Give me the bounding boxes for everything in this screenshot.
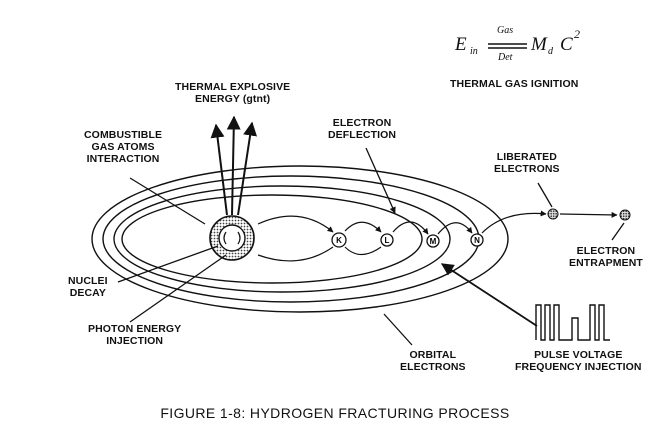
shell-label-n: N bbox=[474, 236, 480, 245]
nucleus-core bbox=[218, 224, 246, 252]
path-bottom-2 bbox=[344, 246, 382, 256]
equation-c: C bbox=[560, 34, 573, 55]
equation-e: E bbox=[455, 34, 467, 55]
equation-m: M bbox=[531, 34, 547, 55]
equation-over-label: Gas bbox=[497, 25, 514, 36]
label-thermal-explosive: THERMAL EXPLOSIVE ENERGY (gtnt) bbox=[175, 81, 291, 105]
path-bottom-1 bbox=[257, 246, 334, 262]
equation-under-label: Det bbox=[498, 52, 513, 63]
leader-entrapment bbox=[611, 222, 625, 241]
electron-k bbox=[331, 232, 347, 248]
leader-nuclei bbox=[117, 245, 219, 283]
orbit-outer bbox=[91, 165, 509, 313]
label-liberated-electrons: LIBERATED ELECTRONS bbox=[494, 151, 560, 175]
leader-combustible bbox=[129, 177, 206, 225]
trapped-electron bbox=[619, 209, 631, 221]
leader-deflection bbox=[365, 147, 396, 214]
path-nucleus-k bbox=[257, 215, 334, 233]
path-m-n bbox=[437, 222, 473, 235]
label-pulse-voltage: PULSE VOLTAGE FREQUENCY INJECTION bbox=[515, 349, 642, 373]
equation-m-sub: d bbox=[548, 46, 553, 57]
nucleus bbox=[209, 215, 255, 261]
label-combustible: COMBUSTIBLE GAS ATOMS INTERACTION bbox=[84, 129, 163, 165]
electron-n bbox=[470, 233, 484, 247]
shell-label-k: K bbox=[336, 236, 342, 245]
label-orbital-electrons: ORBITAL ELECTRONS bbox=[400, 349, 466, 373]
label-electron-entrapment: ELECTRON ENTRAPMENT bbox=[569, 245, 643, 269]
orbit-2 bbox=[113, 185, 451, 293]
leader-photon bbox=[129, 254, 227, 323]
thermal-energy-arrows bbox=[210, 115, 258, 216]
shell-label-m: M bbox=[430, 237, 437, 246]
path-n-liberated bbox=[481, 210, 547, 234]
leader-pulse bbox=[440, 263, 538, 327]
electron-m bbox=[426, 234, 440, 248]
equation-caption: THERMAL GAS IGNITION bbox=[450, 78, 579, 90]
shell-electrons: K L M N bbox=[331, 232, 484, 248]
leader-orbital bbox=[383, 313, 413, 346]
liberated-to-trap-arrow bbox=[559, 211, 618, 218]
figure-caption: FIGURE 1-8: HYDROGEN FRACTURING PROCESS bbox=[160, 405, 510, 421]
liberated-electron bbox=[547, 208, 559, 220]
path-l-m bbox=[392, 221, 429, 235]
label-nuclei-decay: NUCLEI DECAY bbox=[68, 275, 108, 299]
orbit-inner bbox=[121, 194, 423, 284]
electron-transition-paths bbox=[257, 210, 547, 262]
equation-exponent: 2 bbox=[574, 27, 580, 41]
equation-e-sub: in bbox=[470, 46, 478, 57]
electron-l bbox=[380, 233, 394, 247]
orbital-shells bbox=[91, 165, 509, 313]
free-electrons bbox=[547, 208, 631, 221]
leader-lines bbox=[117, 147, 625, 346]
label-electron-deflection: ELECTRON DEFLECTION bbox=[328, 117, 397, 141]
path-k-l bbox=[344, 221, 382, 233]
pulse-waveform-icon bbox=[535, 304, 610, 341]
shell-label-l: L bbox=[385, 236, 390, 245]
leader-liberated bbox=[537, 182, 553, 208]
label-photon-injection: PHOTON ENERGY INJECTION bbox=[88, 323, 182, 347]
equation-bars bbox=[488, 43, 527, 49]
